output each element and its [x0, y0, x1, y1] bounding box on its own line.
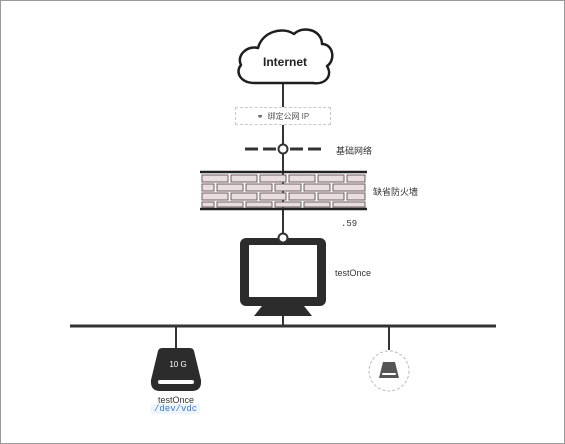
disk-icon[interactable]	[150, 348, 202, 391]
internet-label: Internet	[262, 55, 307, 69]
ip-suffix-label: .59	[341, 219, 358, 229]
firewall-label[interactable]: 缺省防火墙	[373, 187, 419, 197]
empty-disk-slot[interactable]	[368, 350, 410, 392]
bind-public-ip-button[interactable]: ⚭ 绑定公网 IP	[235, 107, 331, 125]
disk-device-path: /dev/vdc	[151, 404, 201, 414]
instance-port-node	[277, 232, 289, 244]
disk-name-label[interactable]: testOnce	[158, 395, 195, 405]
network-node	[277, 143, 289, 155]
instance-monitor[interactable]	[240, 238, 326, 316]
basic-network-label: 基础网络	[336, 146, 373, 156]
instance-name-label[interactable]: testOnce	[335, 268, 372, 278]
bind-public-ip-label: 绑定公网 IP	[267, 111, 310, 121]
firewall-wall[interactable]	[200, 170, 367, 211]
internet-cloud[interactable]	[237, 28, 334, 85]
disk-size-label: 10 G	[169, 360, 187, 369]
link-icon: ⚭	[256, 111, 264, 121]
